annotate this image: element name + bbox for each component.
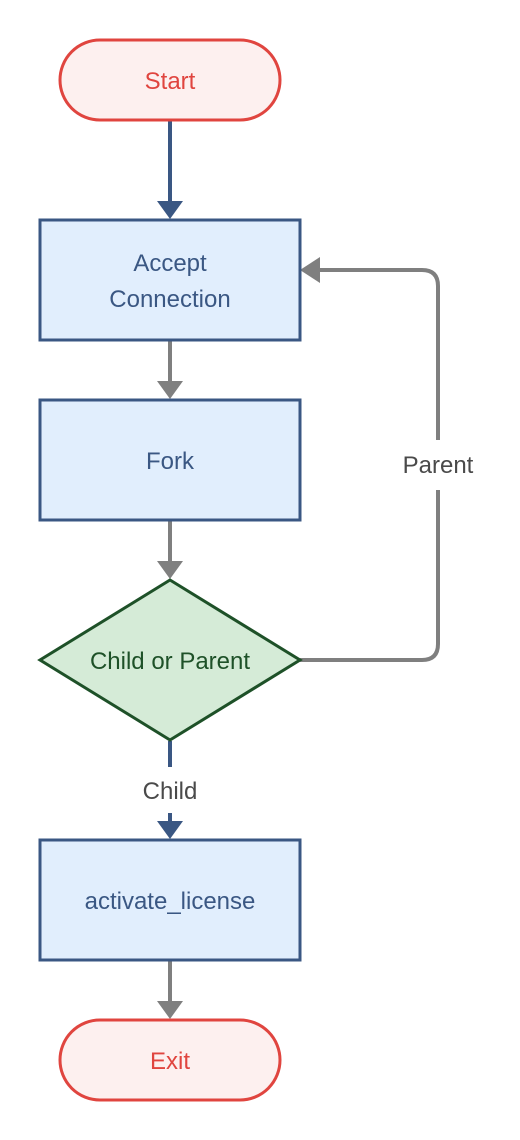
decision-node: Child or Parent (37, 578, 303, 742)
activate-license-label: activate_license (85, 888, 256, 915)
arrowhead-activate-to-exit (157, 1001, 183, 1019)
edge-decision-to-accept-lower (300, 490, 440, 662)
edge-label-child: Child (143, 778, 198, 805)
accept-connection-label-line2: Connection (109, 286, 230, 313)
start-label: Start (145, 68, 196, 95)
activate-license-node: activate_license (38, 838, 302, 962)
exit-node: Exit (58, 1018, 282, 1102)
edge-decision-to-accept-upper (318, 268, 440, 440)
arrowhead-decision-to-accept (300, 257, 320, 283)
arrowhead-start-to-accept (157, 201, 183, 219)
arrowhead-accept-to-fork (157, 381, 183, 399)
start-node: Start (58, 38, 282, 122)
decision-label: Child or Parent (90, 648, 250, 675)
fork-label: Fork (146, 448, 195, 475)
edge-label-parent: Parent (403, 452, 474, 479)
activate-license-shape (38, 838, 302, 962)
connectors (157, 121, 440, 1019)
accept-connection-label-line1: Accept (133, 250, 207, 277)
accept-connection-node: Accept Connection (38, 218, 302, 342)
arrowhead-decision-to-activate (157, 821, 183, 839)
fork-node: Fork (38, 398, 302, 522)
exit-label: Exit (150, 1048, 190, 1075)
fork-shape (38, 398, 302, 522)
accept-connection-shape (38, 218, 302, 342)
start-shape (58, 38, 282, 122)
arrowhead-fork-to-decision (157, 561, 183, 579)
decision-shape (37, 578, 303, 742)
exit-shape (58, 1018, 282, 1102)
